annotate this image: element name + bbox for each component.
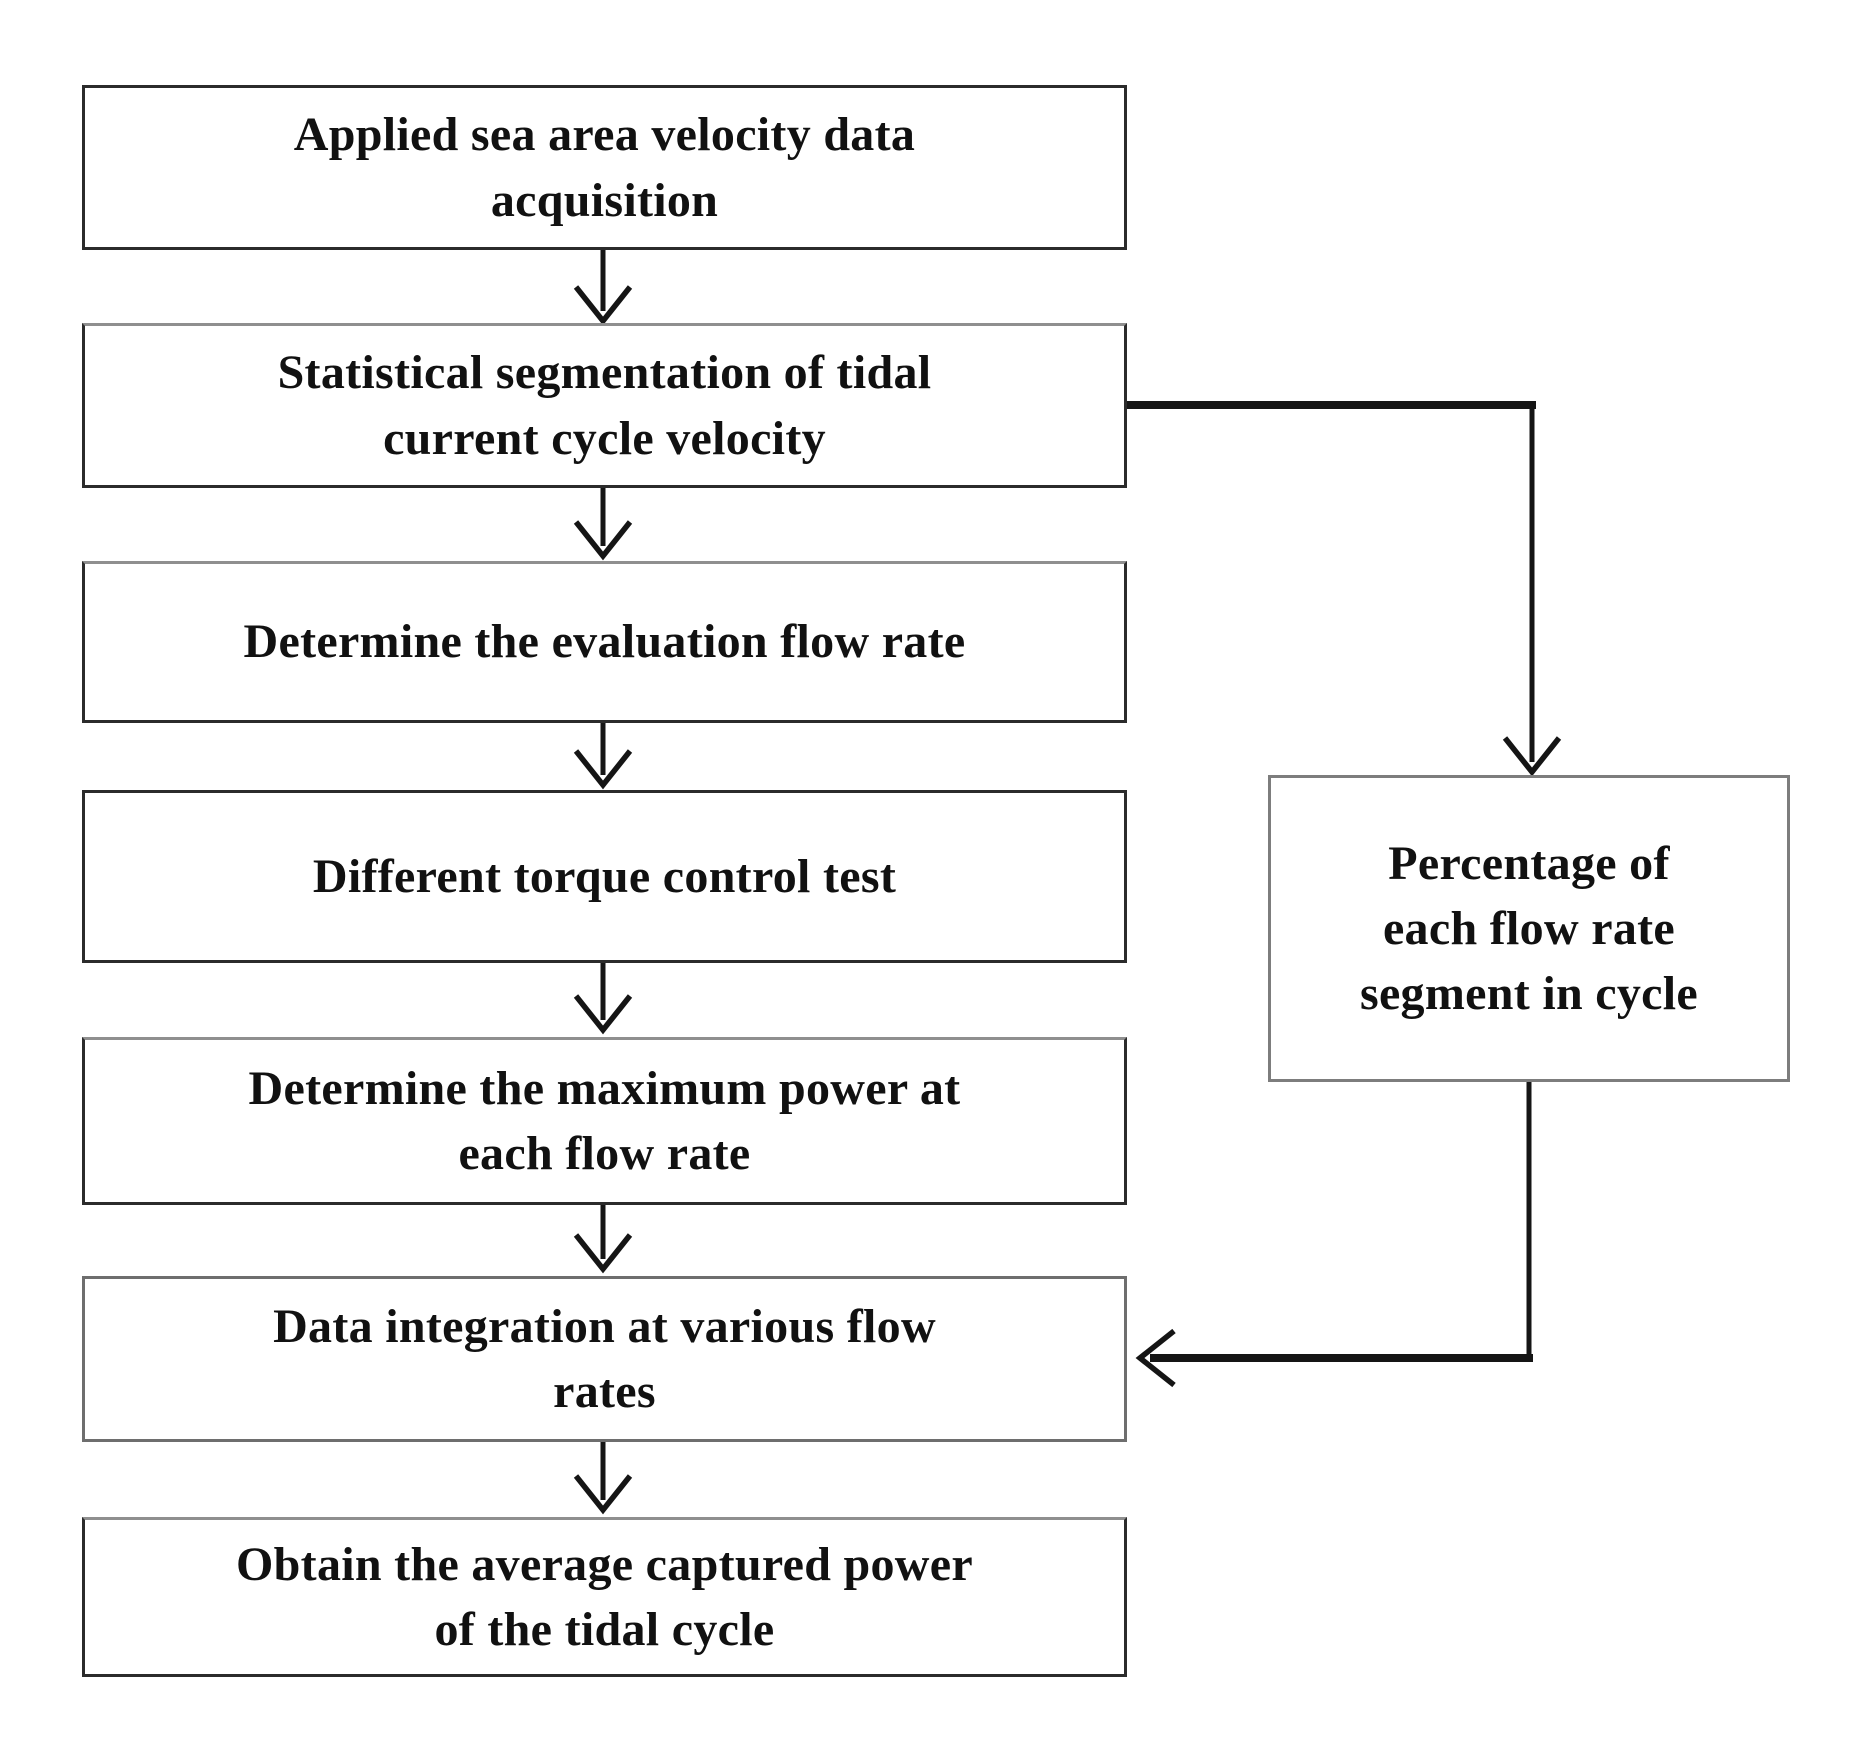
flow-step-velocity-data-acquisition: Applied sea area velocity data acquisiti… xyxy=(82,85,1127,250)
flow-step-label: Determine the evaluation flow rate xyxy=(243,615,966,669)
flow-step-average-captured-power: Obtain the average captured power of the… xyxy=(82,1517,1127,1677)
arrow-step5-to-step6 xyxy=(573,1205,633,1274)
flow-step-statistical-segmentation: Statistical segmentation of tidal curren… xyxy=(82,323,1127,488)
arrow-step2-to-step3 xyxy=(573,488,633,561)
flow-step-label: Obtain the average captured power of the… xyxy=(236,1537,973,1656)
flow-step-torque-control-test: Different torque control test xyxy=(82,790,1127,963)
connector-sidebox-to-step6 xyxy=(1135,1082,1533,1388)
arrow-step3-to-step4 xyxy=(573,723,633,790)
flow-step-label: Different torque control test xyxy=(312,849,897,903)
flow-step-label: Percentage of each flow rate segment in … xyxy=(1359,836,1699,1021)
flow-step-label: Determine the maximum power at each flow… xyxy=(248,1061,961,1180)
flow-step-percentage-flow-rate-segment: Percentage of each flow rate segment in … xyxy=(1268,775,1790,1082)
arrow-step1-to-step2 xyxy=(573,250,633,326)
arrow-step4-to-step5 xyxy=(573,963,633,1035)
arrow-step6-to-step7 xyxy=(573,1442,633,1515)
connector-step2-to-sidebox xyxy=(1127,401,1562,777)
flow-step-data-integration: Data integration at various flow rates xyxy=(82,1276,1127,1442)
flow-step-label: Data integration at various flow rates xyxy=(273,1299,936,1418)
flow-step-determine-evaluation-flow-rate: Determine the evaluation flow rate xyxy=(82,561,1127,723)
flow-step-determine-maximum-power: Determine the maximum power at each flow… xyxy=(82,1037,1127,1205)
flow-step-label: Statistical segmentation of tidal curren… xyxy=(277,346,932,465)
flow-step-label: Applied sea area velocity data acquisiti… xyxy=(293,108,916,227)
